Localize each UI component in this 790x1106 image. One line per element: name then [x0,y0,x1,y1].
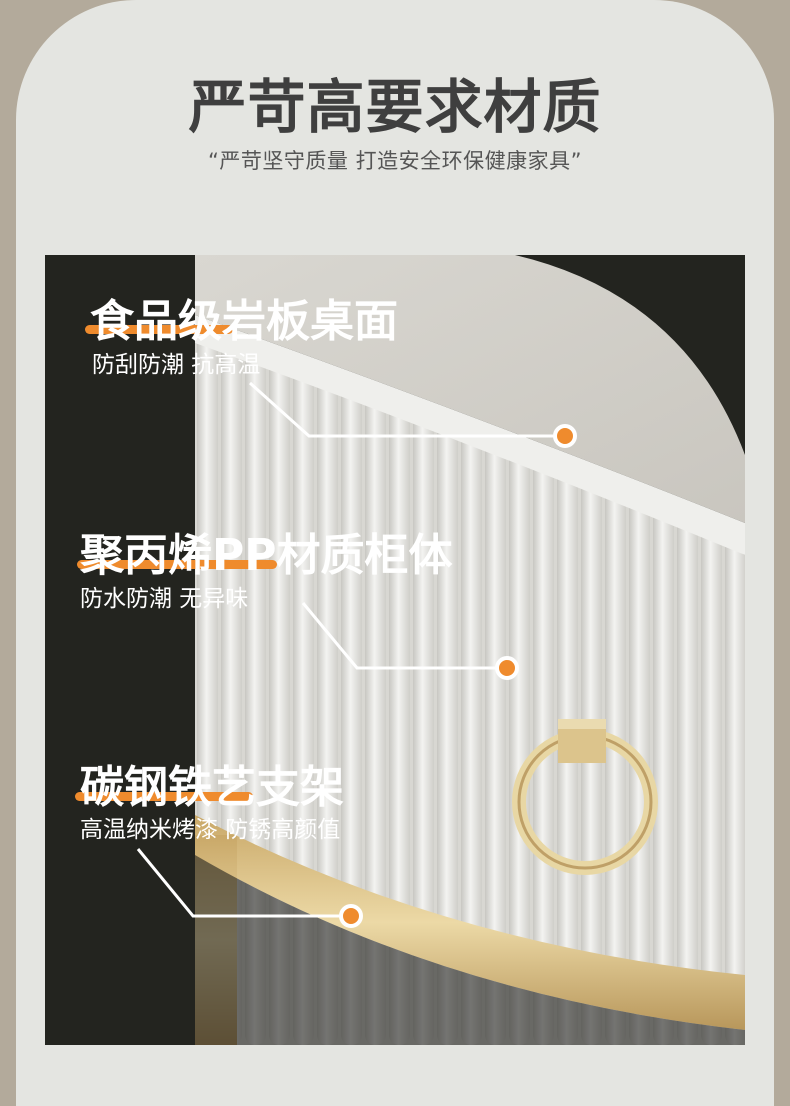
ring-handle [512,719,658,875]
feature-desc: 防水防潮 无异味 [80,586,249,612]
flute-rib [269,335,290,1045]
feature-title: 聚丙烯PP材质柜体 [80,530,453,581]
page-title: 严苛高要求材质 [188,73,602,141]
title-underline [77,560,277,569]
feature-desc: 高温纳米烤漆 防锈高颜值 [80,817,341,843]
page-subtitle: “严苛坚守质量 打造安全环保健康家具” [208,149,582,173]
feature-desc: 防刮防潮 抗高温 [92,352,261,378]
feature-title: 碳钢铁艺支架 [80,762,344,813]
feature-title: 食品级岩板桌面 [90,296,398,347]
title-underline [75,792,253,801]
product-photo: 食品级岩板桌面 防刮防潮 抗高温 聚丙烯PP材质柜体 防水防潮 无异味 碳钢铁艺… [45,255,745,1045]
gold-frame-ring [195,815,745,1030]
title-underline [85,325,233,334]
